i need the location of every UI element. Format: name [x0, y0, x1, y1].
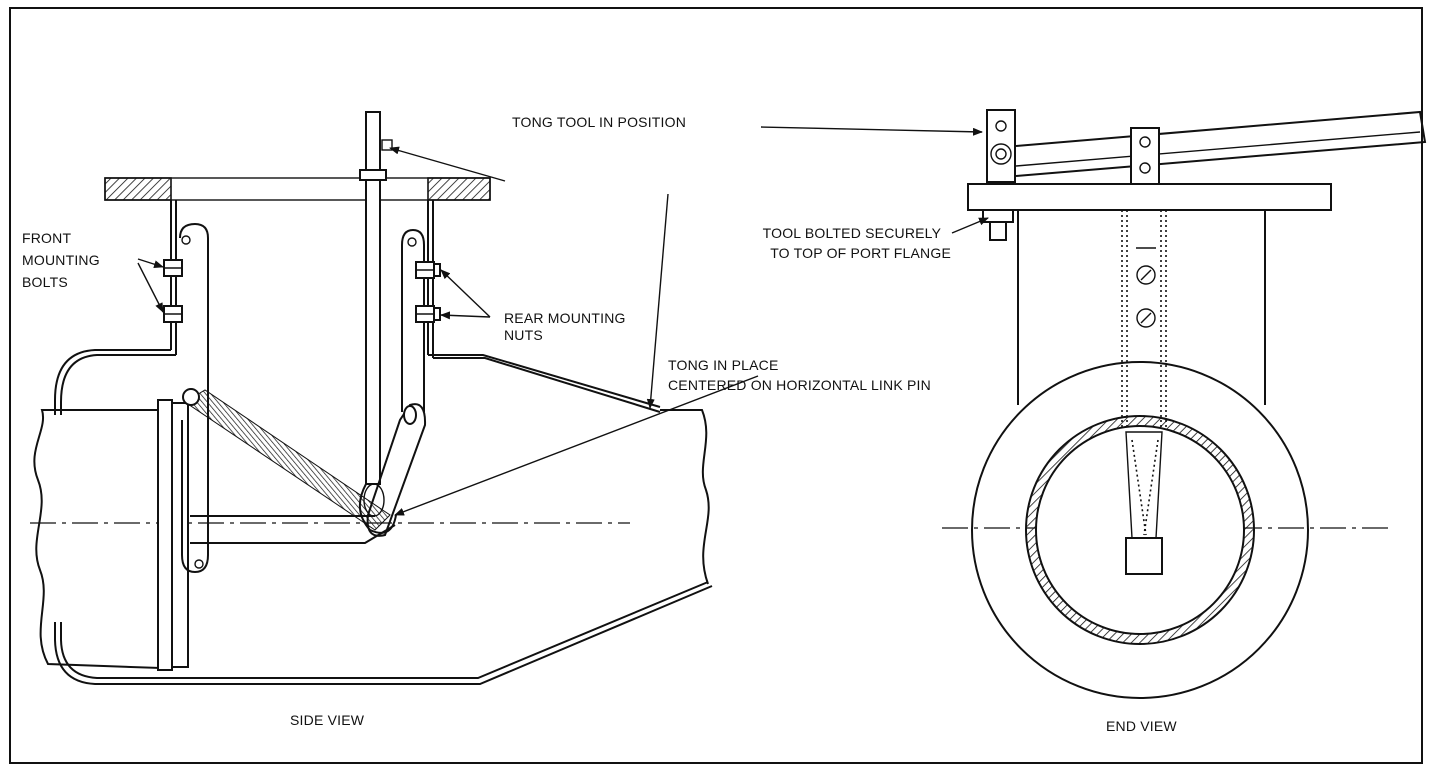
front-link — [179, 222, 209, 574]
end-view-caption: END VIEW — [1106, 718, 1177, 734]
end-tong-tool — [982, 109, 1427, 241]
label-tong-in-place: TONG IN PLACE CENTERED ON HORIZONTAL LIN… — [668, 357, 931, 393]
front-bolts-line-3: BOLTS — [22, 274, 68, 290]
tong-tool-rod — [359, 111, 397, 534]
tong-in-place-line-2: CENTERED ON HORIZONTAL LINK PIN — [668, 377, 931, 393]
front-bolts-line-1: FRONT — [22, 230, 71, 246]
rear-link — [366, 228, 427, 537]
end-housing — [967, 183, 1332, 405]
side-housing — [33, 200, 713, 685]
figure-frame — [9, 7, 1423, 764]
label-front-mounting-bolts: FRONT MOUNTING BOLTS — [22, 230, 104, 290]
side-view: FRONT MOUNTING BOLTS REAR MOUNTING NUTS … — [22, 111, 931, 728]
tool-bolted-line-2: TO TOP OF PORT FLANGE — [770, 245, 951, 261]
label-tong-tool-in-position: TONG TOOL IN POSITION — [512, 114, 686, 130]
side-top-flange — [104, 177, 491, 201]
pipe-outer — [971, 361, 1309, 699]
rear-nuts-line-2: NUTS — [504, 327, 543, 343]
front-mounting-bolts — [163, 259, 183, 323]
end-tong-hidden — [1121, 210, 1167, 575]
tong-in-place-line-1: TONG IN PLACE — [668, 357, 778, 373]
front-bolts-line-2: MOUNTING — [22, 252, 100, 268]
rear-nuts-line-1: REAR MOUNTING — [504, 310, 626, 326]
side-leaders — [137, 146, 759, 516]
label-rear-mounting-nuts: REAR MOUNTING NUTS — [504, 310, 630, 343]
end-view: TOOL BOLTED SECURELY TO TOP OF PORT FLAN… — [760, 109, 1427, 734]
side-view-caption: SIDE VIEW — [290, 712, 365, 728]
label-tool-bolted: TOOL BOLTED SECURELY TO TOP OF PORT FLAN… — [763, 225, 951, 261]
rear-mounting-nuts — [415, 261, 441, 323]
tool-bolted-line-1: TOOL BOLTED SECURELY — [763, 225, 942, 241]
